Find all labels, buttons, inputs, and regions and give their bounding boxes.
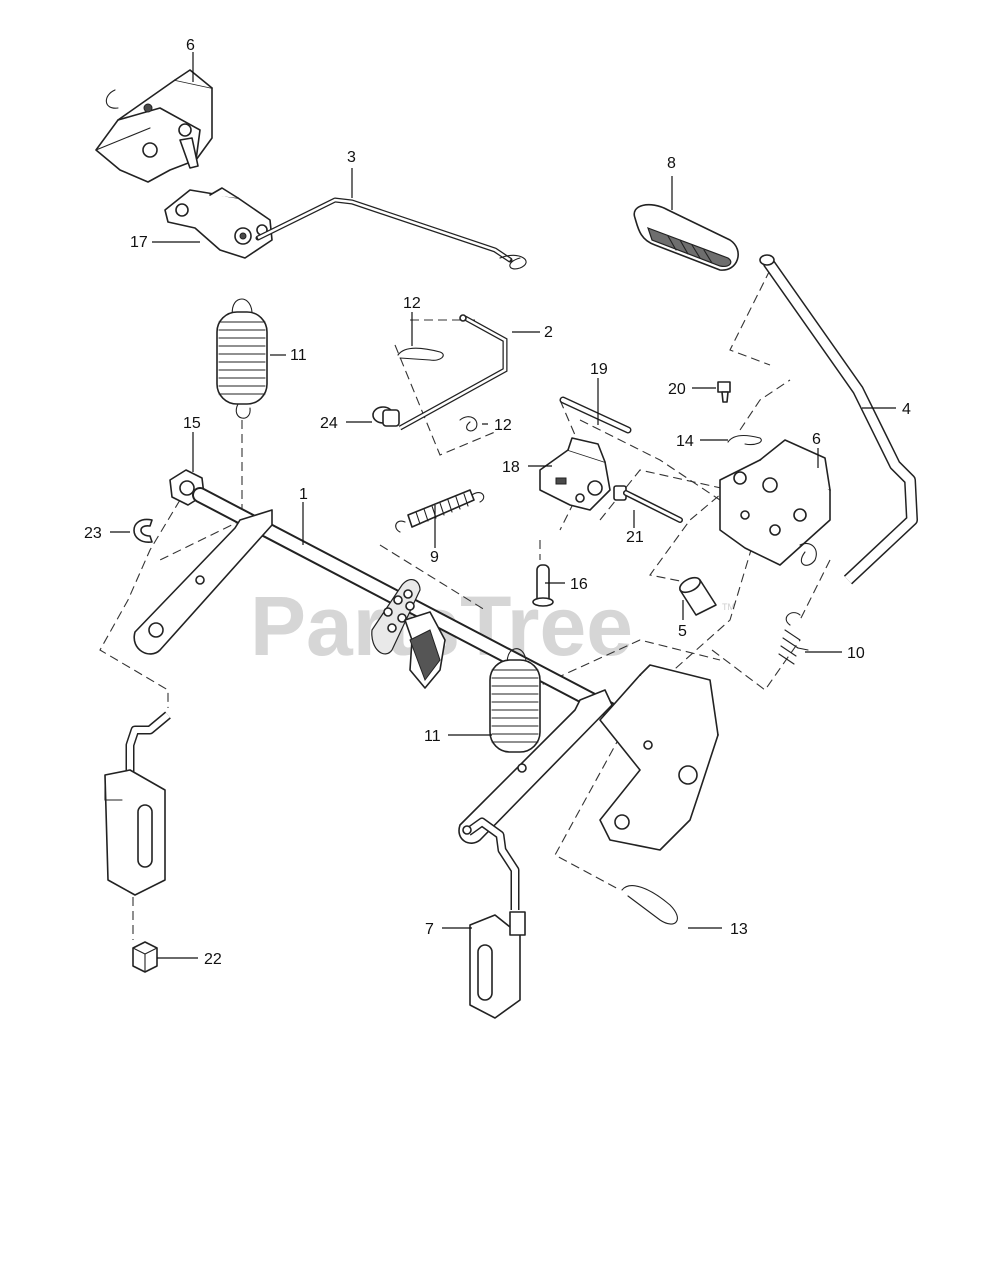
part-11-upper-spring: [216, 298, 268, 419]
callout-21: 21: [626, 529, 644, 546]
callout-15: 15: [183, 415, 201, 432]
callout-11-lower: 11: [424, 728, 441, 745]
part-20-screw: [717, 381, 731, 403]
part-14-clip: [727, 434, 762, 446]
callout-14: 14: [676, 433, 694, 450]
part-4-lever-arm: [759, 254, 918, 585]
callout-6-top: 6: [186, 37, 195, 54]
callout-4: 4: [902, 401, 911, 418]
callout-3: 3: [347, 149, 356, 166]
callout-16: 16: [570, 576, 588, 593]
callout-13: 13: [730, 921, 748, 938]
callout-10: 10: [847, 645, 865, 662]
callout-23: 23: [84, 525, 102, 542]
part-22-nut: [132, 941, 158, 973]
callout-12-lower: 12: [494, 417, 512, 434]
part-8-handle-grip: [633, 203, 739, 271]
callout-7: 7: [425, 921, 434, 938]
part-6-right-bracket: [719, 439, 831, 566]
callout-11-upper: 11: [290, 347, 307, 364]
part-23-e-clip: [133, 518, 153, 543]
part-2-bent-rod: [398, 314, 508, 431]
part-left-lift-link: [104, 711, 171, 896]
callout-2: 2: [544, 324, 553, 341]
part-13-hairpin-clip: [621, 885, 678, 925]
callout-9: 9: [430, 549, 439, 566]
part-24-bushing: [372, 406, 400, 427]
part-10-torsion-spring: [778, 612, 809, 665]
part-11-lower-spring: [489, 648, 541, 753]
part-19-pin: [559, 396, 632, 434]
callout-6-right: 6: [812, 431, 821, 448]
callout-labels: 6 3 8 17 12 2 11 19 20 4 24 12 14 6 18 1…: [84, 37, 911, 968]
callout-19: 19: [590, 361, 608, 378]
part-12-hairpin-clip-lower: [459, 416, 478, 432]
part-9-extension-spring: [395, 489, 485, 533]
callout-1: 1: [299, 486, 308, 503]
callout-18: 18: [502, 459, 520, 476]
watermark-trademark: TM: [722, 602, 735, 612]
part-21-bolt: [613, 485, 683, 523]
part-17-pivot-bracket: [164, 187, 273, 259]
callout-17: 17: [130, 234, 148, 251]
callout-8: 8: [667, 155, 676, 172]
part-5-spacer: [679, 576, 717, 616]
callout-22: 22: [204, 951, 222, 968]
callout-5: 5: [678, 623, 687, 640]
part-18-bracket: [539, 437, 611, 511]
callout-24: 24: [320, 415, 338, 432]
leader-lines: [110, 52, 896, 959]
part-7-right-lift-link: [462, 817, 526, 1019]
part-6-upper-bracket: [95, 69, 213, 183]
part-16-clevis-pin: [532, 564, 554, 607]
part-1-main-shaft: [133, 487, 719, 851]
callout-20: 20: [668, 381, 686, 398]
callout-12-upper: 12: [403, 295, 421, 312]
part-3-rod: [255, 197, 527, 270]
part-12-hairpin-clip-upper: [397, 347, 444, 361]
